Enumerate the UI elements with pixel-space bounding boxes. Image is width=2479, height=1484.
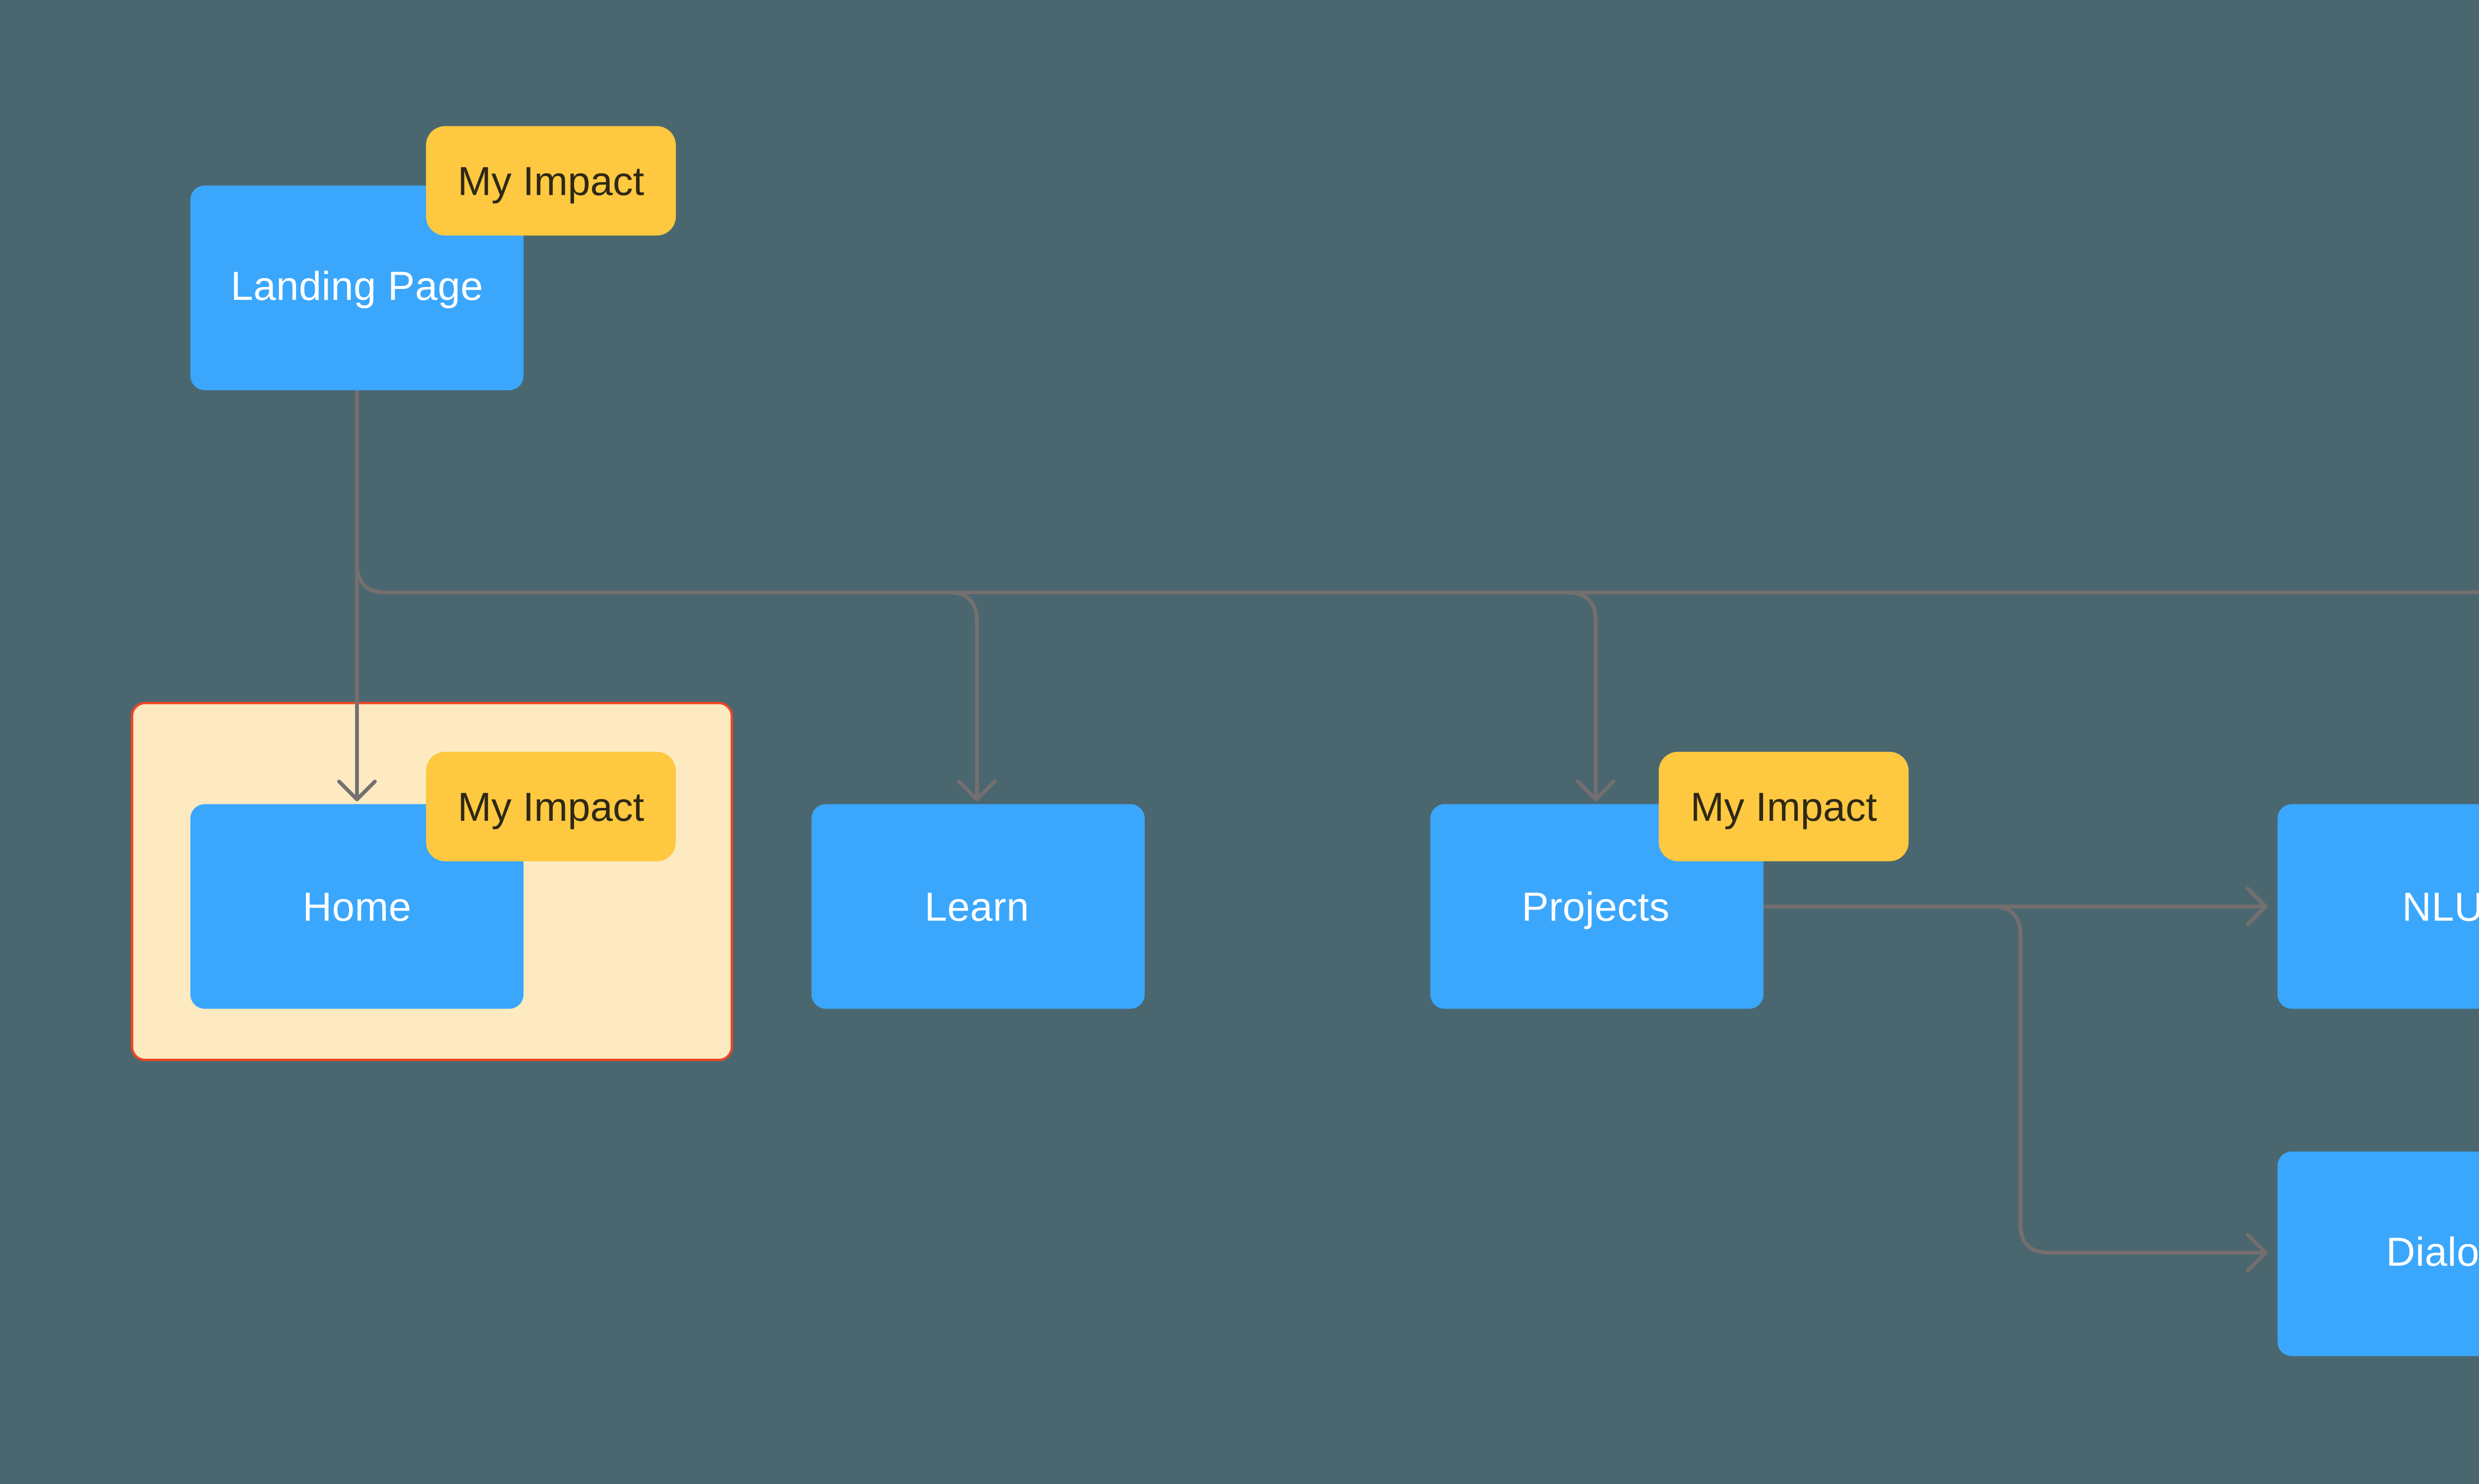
badge-label: My Impact — [1690, 784, 1877, 829]
connector-landing-manage[interactable] — [355, 562, 2479, 799]
badge-my-impact-home[interactable]: My Impact — [426, 751, 676, 861]
connector-landing-home[interactable] — [337, 388, 377, 801]
badge-my-impact-landing[interactable]: My Impact — [426, 126, 676, 236]
node-nlu-label: NLU — [2402, 884, 2479, 929]
node-projects-label: Projects — [1522, 884, 1670, 929]
node-nlu[interactable]: NLU — [2276, 804, 2479, 1009]
connector-landing-projects[interactable] — [1565, 590, 1616, 801]
badge-my-impact-projects[interactable]: My Impact — [1658, 751, 1909, 861]
node-home-label: Home — [302, 884, 412, 929]
connector-projects-dialog[interactable] — [1990, 904, 2268, 1273]
connector-landing-learn[interactable] — [946, 590, 997, 801]
node-learn-label: Learn — [924, 884, 1029, 929]
node-dialog-label: Dialog — [2386, 1230, 2479, 1275]
badge-label: My Impact — [458, 784, 645, 829]
connector-projects-nlu[interactable] — [1760, 886, 2268, 926]
badge-label: My Impact — [458, 158, 645, 204]
node-learn[interactable]: Learn — [810, 804, 1144, 1009]
node-dialog[interactable]: Dialog — [2277, 1150, 2479, 1355]
node-landing-page-label: Landing Page — [231, 264, 483, 309]
